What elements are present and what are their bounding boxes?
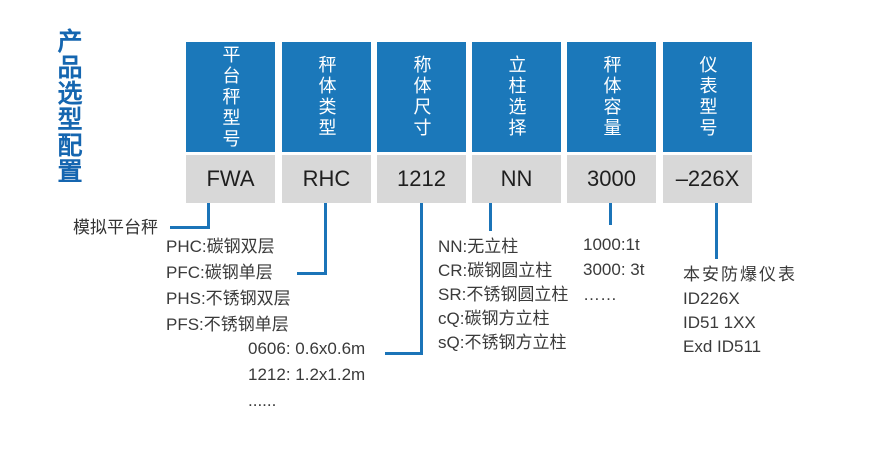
note-line: Exd ID511 [683, 337, 762, 356]
column-column-selection: 立柱选择 NN [472, 42, 561, 203]
column-header-label: 秤体容量 [601, 55, 622, 139]
note-scale-body-capacity: 1000:1t 3000: 3t …… [583, 232, 644, 307]
column-scale-body-capacity: 秤体容量 3000 [567, 42, 656, 203]
column-value-indicator-model: –226X [663, 155, 752, 203]
note-line: ID226X [683, 289, 740, 308]
connector-indicator-model-vertical [715, 203, 718, 259]
note-line: sQ:不锈钢方立柱 [438, 333, 567, 352]
column-scale-body-type: 秤体类型 RHC [282, 42, 371, 203]
note-column-selection: NN:无立柱 CR:碳钢圆立柱 SR:不锈钢圆立柱 cQ:碳钢方立柱 sQ:不锈… [438, 235, 568, 355]
connector-platform-model-vertical [207, 203, 210, 229]
note-line: SR:不锈钢圆立柱 [438, 285, 569, 304]
note-line: PFC:碳钢单层 [166, 263, 273, 282]
column-value-scale-body-type: RHC [282, 155, 371, 203]
note-line: 0606: 0.6x0.6m [248, 339, 366, 358]
note-scale-body-type: PHC:碳钢双层 PFC:碳钢单层 PHS:不锈钢双层 PFS:不锈钢单层 [166, 234, 291, 338]
connector-scale-body-size-vertical [420, 203, 423, 355]
note-line: cQ:碳钢方立柱 [438, 309, 550, 328]
note-line: …… [583, 285, 617, 304]
column-header-scale-body-capacity: 秤体容量 [567, 42, 656, 152]
column-header-label: 仪表型号 [697, 55, 718, 139]
note-line: 3000: 3t [583, 260, 645, 279]
column-header-label: 平台秤型号 [220, 44, 241, 150]
column-header-column-selection: 立柱选择 [472, 42, 561, 152]
column-header-label: 立柱选择 [506, 55, 527, 139]
column-header-label: 称体尺寸 [411, 55, 432, 139]
note-line: 1212: 1.2x1.2m [248, 365, 366, 384]
column-header-platform-model: 平台秤型号 [186, 42, 275, 152]
column-indicator-model: 仪表型号 –226X [663, 42, 752, 203]
connector-column-selection-vertical [489, 203, 492, 231]
note-line: 1000:1t [583, 235, 640, 254]
note-line: PFS:不锈钢单层 [166, 315, 289, 334]
connector-scale-body-type-horizontal [297, 272, 327, 275]
note-line: 模拟平台秤 [73, 218, 158, 237]
note-indicator-model: 本安防爆仪表 ID226X ID51 1XX Exd ID511 [683, 263, 797, 359]
note-scale-body-size: 0606: 0.6x0.6m 1212: 1.2x1.2m ...... [248, 336, 365, 414]
note-line: NN:无立柱 [438, 237, 519, 256]
note-line: PHC:碳钢双层 [166, 237, 275, 256]
column-header-scale-body-type: 秤体类型 [282, 42, 371, 152]
page-title: 产品选型配置 [54, 28, 82, 184]
column-scale-body-size: 称体尺寸 1212 [377, 42, 466, 203]
connector-scale-body-capacity-vertical [609, 203, 612, 225]
column-platform-model: 平台秤型号 FWA [186, 42, 275, 203]
connector-scale-body-size-horizontal [385, 352, 423, 355]
column-value-scale-body-size: 1212 [377, 155, 466, 203]
column-header-indicator-model: 仪表型号 [663, 42, 752, 152]
column-value-platform-model: FWA [186, 155, 275, 203]
column-value-scale-body-capacity: 3000 [567, 155, 656, 203]
connector-scale-body-type-vertical [324, 203, 327, 275]
note-line: ...... [248, 391, 277, 410]
note-line: CR:碳钢圆立柱 [438, 261, 553, 280]
column-value-column-selection: NN [472, 155, 561, 203]
column-header-scale-body-size: 称体尺寸 [377, 42, 466, 152]
note-line: PHS:不锈钢双层 [166, 289, 291, 308]
note-platform-model: 模拟平台秤 [73, 219, 158, 237]
note-line: ID51 1XX [683, 313, 756, 332]
connector-platform-model-horizontal [170, 226, 210, 229]
note-line: 本安防爆仪表 [683, 265, 797, 284]
column-header-label: 秤体类型 [316, 55, 337, 139]
